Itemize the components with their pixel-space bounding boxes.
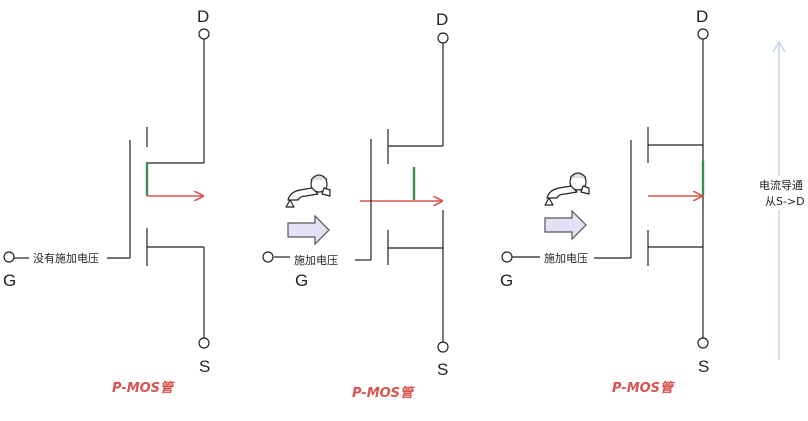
source-label: S (437, 360, 448, 379)
gate-terminal (3, 251, 15, 263)
gate-voltage-label: 施加电压 (294, 254, 338, 267)
drain-terminal (198, 28, 210, 40)
drain-label: D (696, 7, 708, 26)
source-terminal (437, 341, 449, 353)
panel-1: D S 没有施加电压 G P-MOS管 (3, 7, 210, 396)
gate-label: G (295, 271, 308, 290)
gate-terminal (262, 251, 274, 263)
device-title: P-MOS管 (612, 380, 676, 396)
right-arrow-icon (287, 214, 330, 246)
drain-label: D (197, 7, 209, 26)
drain-label: D (436, 10, 448, 29)
person-pushing-icon (544, 172, 590, 206)
source-terminal (697, 337, 709, 349)
source-label: S (698, 357, 709, 376)
gate-terminal (501, 251, 513, 263)
gate-label: G (3, 271, 16, 290)
current-flow-indicator: 电流导通 从S->D (756, 40, 806, 360)
current-note-line2: 从S->D (765, 195, 805, 208)
source-terminal (198, 337, 210, 349)
right-arrow-icon (544, 209, 587, 241)
gate-voltage-label: 没有施加电压 (33, 251, 99, 265)
drain-terminal (697, 28, 709, 40)
panel-3: D S 施加电压 G P-MOS管 (500, 7, 709, 396)
current-note-line1: 电流导通 (759, 178, 803, 192)
gate-label: G (500, 271, 513, 290)
panel-2: D S 施加电压 G P-MOS管 (262, 10, 449, 401)
device-title: P-MOS管 (352, 385, 416, 401)
gate-voltage-label: 施加电压 (544, 252, 588, 265)
source-label: S (199, 357, 210, 376)
device-title: P-MOS管 (112, 380, 176, 396)
person-pushing-icon (285, 174, 331, 208)
drain-terminal (437, 32, 449, 44)
